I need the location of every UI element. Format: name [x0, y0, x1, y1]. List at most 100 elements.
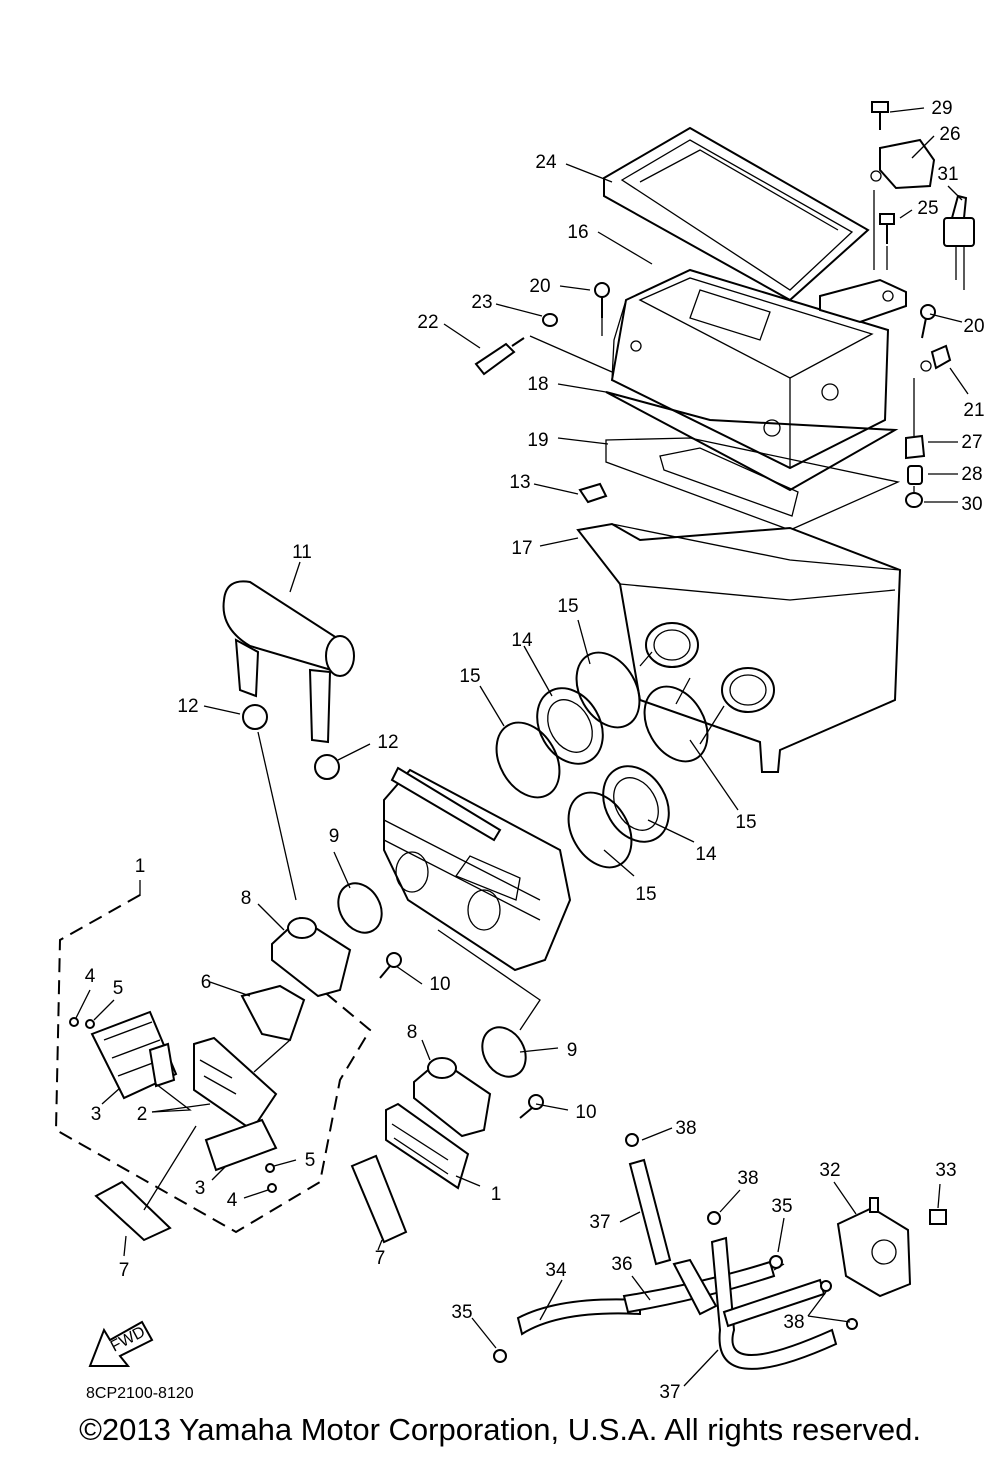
screw-4b [267, 1183, 277, 1193]
callout-38c: 38 [783, 1312, 804, 1333]
screw-20-left [594, 282, 610, 318]
clip-38b [707, 1211, 721, 1225]
clamp-9b [481, 1026, 527, 1078]
bracket [819, 278, 907, 324]
callout-15c: 15 [735, 812, 756, 833]
callout-18: 18 [527, 374, 548, 395]
clamp-9a [337, 882, 383, 934]
stopper-6 [240, 984, 306, 1042]
intake-silencer [222, 580, 355, 744]
callout-5b: 5 [305, 1150, 316, 1171]
bolt-25 [879, 213, 895, 244]
callout-33: 33 [935, 1160, 956, 1181]
washer-5b [265, 1163, 275, 1173]
cap-12b [314, 754, 340, 780]
callout-5a: 5 [113, 978, 124, 999]
callout-17: 17 [511, 538, 532, 559]
callout-2: 2 [137, 1104, 148, 1125]
callout-29: 29 [931, 98, 952, 119]
callout-8a: 8 [241, 888, 252, 909]
leader-lines [75, 107, 969, 1387]
callout-38a: 38 [675, 1118, 696, 1139]
callout-20a: 20 [529, 276, 550, 297]
sensor-22 [474, 337, 525, 376]
hose-34 [516, 1298, 641, 1336]
diagram-code: 8CP2100-8120 [86, 1385, 194, 1402]
callout-1a: 1 [135, 856, 146, 877]
clip-35b [769, 1255, 783, 1269]
reed-plate-3b [204, 1118, 278, 1172]
callout-9a: 9 [329, 826, 340, 847]
callout-28: 28 [961, 464, 982, 485]
callout-9b: 9 [567, 1040, 578, 1061]
callout-13: 13 [509, 472, 530, 493]
reed-valve-group-outline [54, 894, 372, 1234]
callout-30: 30 [961, 494, 982, 515]
callout-6: 6 [201, 972, 212, 993]
callout-15b: 15 [557, 596, 578, 617]
cap-12a [242, 704, 268, 730]
air-box-case [576, 522, 902, 773]
callout-7a: 7 [119, 1260, 130, 1281]
callout-3b: 3 [195, 1178, 206, 1199]
air-filter-element [603, 126, 870, 302]
intake-joint-8a [271, 916, 352, 998]
callout-16: 16 [567, 222, 588, 243]
callout-27: 27 [961, 432, 982, 453]
callout-22: 22 [417, 312, 438, 333]
hose-37b [710, 1236, 838, 1370]
callout-10a: 10 [429, 974, 450, 995]
fuel-pump [836, 1197, 912, 1298]
clip-38a [625, 1133, 639, 1147]
callout-labels: 1 1 2 3 3 4 4 5 5 6 7 7 8 8 9 9 10 10 11… [85, 98, 985, 1403]
gasket-7b [350, 1154, 408, 1244]
callout-32: 32 [819, 1160, 840, 1181]
callout-15a: 15 [459, 666, 480, 687]
switch-31 [943, 194, 975, 290]
callout-20b: 20 [963, 316, 984, 337]
screw-4a [69, 1017, 79, 1027]
callout-35a: 35 [451, 1302, 472, 1323]
callout-21: 21 [963, 400, 984, 421]
bolt-29 [871, 101, 889, 130]
callout-8b: 8 [407, 1022, 418, 1043]
callout-15d: 15 [635, 884, 656, 905]
nut-23 [542, 313, 558, 327]
callout-34: 34 [545, 1260, 567, 1281]
reed-2 [148, 1042, 176, 1088]
callout-24: 24 [535, 152, 557, 173]
callout-23: 23 [471, 292, 492, 313]
callout-19: 19 [527, 430, 548, 451]
bolt-33 [929, 1209, 947, 1225]
callout-14a: 14 [511, 630, 533, 651]
clamp-21 [920, 344, 952, 372]
screw-20-right [920, 304, 936, 339]
callout-1b: 1 [491, 1184, 502, 1205]
boot-14b [602, 765, 670, 843]
hose-short [672, 1258, 718, 1316]
callout-36: 36 [611, 1254, 632, 1275]
callout-31: 31 [937, 164, 958, 185]
clamp-15d [643, 685, 709, 763]
gasket-7a [94, 1180, 172, 1242]
callout-3a: 3 [91, 1104, 102, 1125]
hose-37a [628, 1158, 672, 1266]
sensor-26 [870, 138, 936, 190]
callout-14b: 14 [695, 844, 717, 865]
callout-26: 26 [939, 124, 960, 145]
clip-35a [493, 1349, 507, 1363]
plate-19 [605, 437, 901, 531]
callout-4a: 4 [85, 966, 96, 987]
clamp-15a [495, 721, 561, 799]
grommet-27 [905, 434, 926, 460]
nut-30 [905, 492, 923, 508]
reed-block-left [193, 1036, 278, 1132]
bolt-10a [379, 952, 402, 979]
collar-28 [907, 465, 923, 485]
clip-38c [820, 1280, 832, 1292]
clip-13 [578, 482, 608, 504]
washer-5a [85, 1019, 95, 1029]
callout-37b: 37 [659, 1382, 680, 1403]
air-box-cover [610, 268, 890, 470]
